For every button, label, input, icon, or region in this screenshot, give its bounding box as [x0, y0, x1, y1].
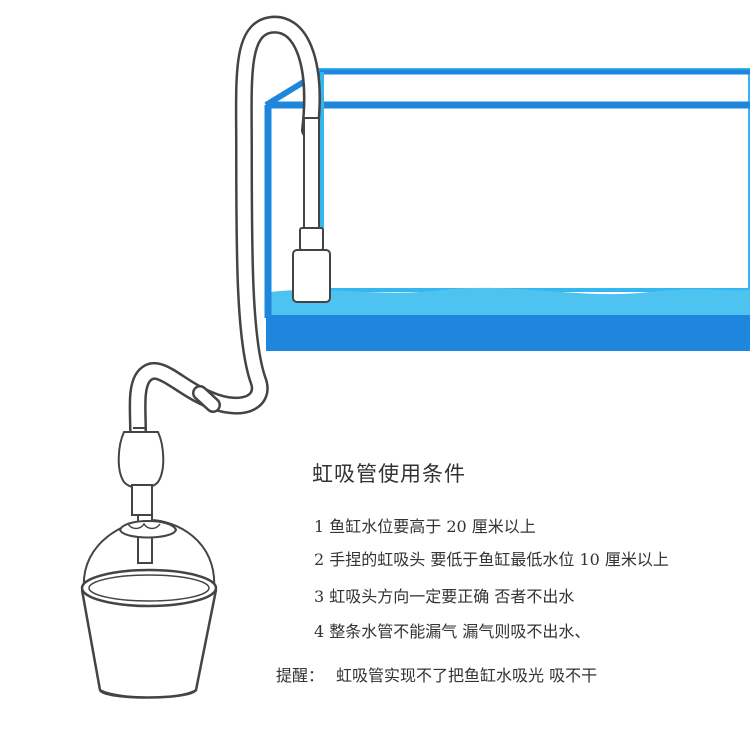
- condition-item-2: 2 手捏的虹吸头 要低于鱼缸最低水位 10 厘米以上: [314, 550, 669, 569]
- intake-tube: [303, 117, 320, 231]
- squeeze-bulb: [117, 427, 165, 516]
- aquarium-tank: [264, 68, 750, 351]
- tank-base: [266, 315, 750, 351]
- diagram-title: 虹吸管使用条件: [312, 462, 466, 486]
- condition-item-4: 4 整条水管不能漏气 漏气则吸不出水、: [314, 622, 591, 641]
- condition-item-1: 1 鱼缸水位要高于 20 厘米以上: [314, 517, 536, 536]
- bulb-outlet: [131, 484, 153, 516]
- siphon-intake-tube: [292, 117, 331, 303]
- siphon-hose: [128, 15, 321, 439]
- tank-water: [270, 287, 750, 315]
- reminder-note: 提醒： 虹吸管实现不了把鱼缸水吸光 吸不干: [276, 662, 597, 686]
- bulb-body: [117, 431, 165, 489]
- reminder-text: 虹吸管实现不了把鱼缸水吸光 吸不干: [336, 666, 598, 685]
- intake-head: [292, 249, 331, 303]
- bucket-clip: [118, 520, 178, 539]
- hose-body: [131, 18, 319, 437]
- condition-item-3: 3 虹吸头方向一定要正确 否者不出水: [314, 587, 575, 606]
- reminder-label: 提醒：: [276, 666, 325, 685]
- intake-nozzle: [299, 227, 324, 251]
- bucket-rim: [80, 568, 218, 608]
- bucket: [80, 514, 218, 699]
